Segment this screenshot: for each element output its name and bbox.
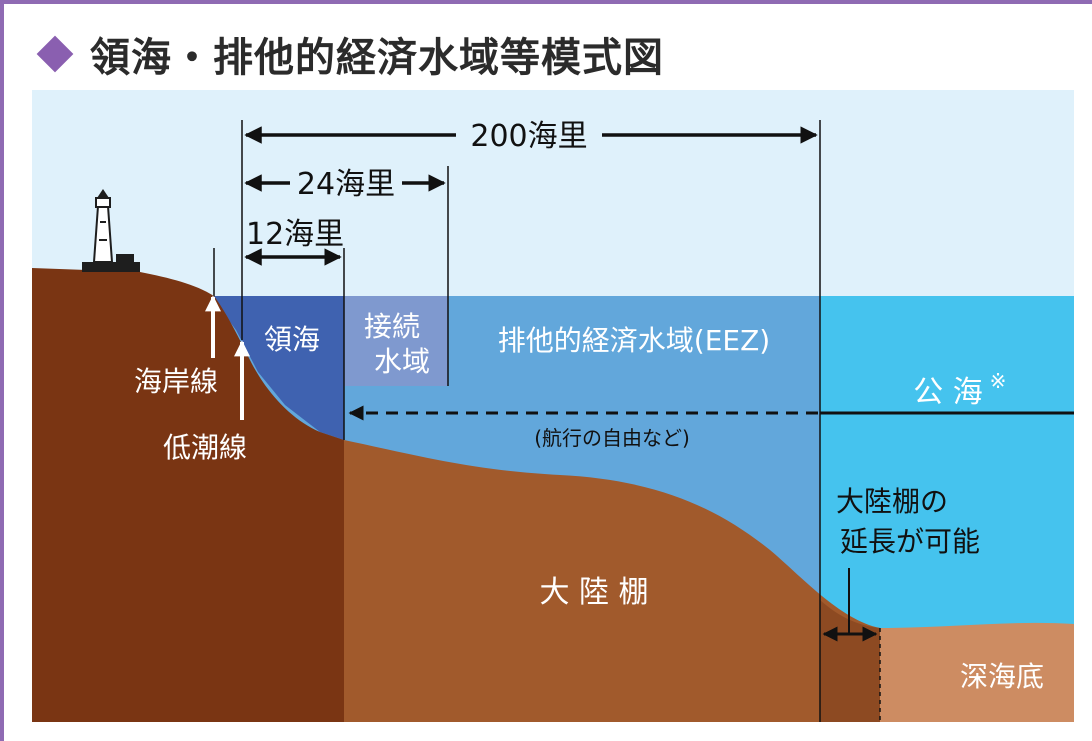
territorial-sea-area [214, 296, 344, 440]
label-coastline: 海岸線 [134, 365, 218, 398]
deep-seabed [880, 622, 1074, 722]
label-continental-shelf: 大 陸 棚 [539, 575, 648, 610]
label-high-seas: 公 海 [913, 375, 983, 410]
label-navigation-freedom: (航行の自由など) [534, 426, 690, 450]
label-territorial-sea: 領海 [264, 323, 320, 356]
label-200nm: 200海里 [470, 119, 587, 154]
label-12nm: 12海里 [246, 217, 344, 252]
label-deep-seabed: 深海底 [960, 660, 1044, 693]
coastal-land [32, 268, 344, 722]
label-extension-line1: 大陸棚の [836, 485, 948, 518]
continental-shelf [344, 440, 880, 722]
label-24nm: 24海里 [297, 167, 395, 202]
contiguous-zone-area [344, 296, 448, 386]
label-eez: 排他的経済水域(EEZ) [498, 324, 770, 357]
label-contiguous-line1: 接続 [364, 310, 420, 343]
label-extension-line2: 延長が可能 [840, 525, 980, 558]
label-contiguous-line2: 水域 [374, 345, 430, 378]
label-high-seas-note: ※ [990, 369, 1007, 393]
diagram-title: 領海・排他的経済水域等模式図 [90, 35, 664, 81]
lighthouse-icon [82, 189, 140, 272]
label-low-water-line: 低潮線 [163, 431, 247, 464]
title-block: 領海・排他的経済水域等模式図 [36, 26, 664, 82]
